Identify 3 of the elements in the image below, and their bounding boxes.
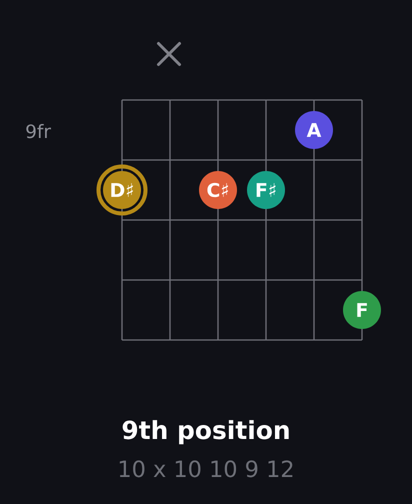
fingering-text: 10 x 10 10 9 12: [120, 460, 292, 478]
fret-label: 9fr: [26, 124, 51, 138]
title: 9th position: [122, 420, 289, 444]
